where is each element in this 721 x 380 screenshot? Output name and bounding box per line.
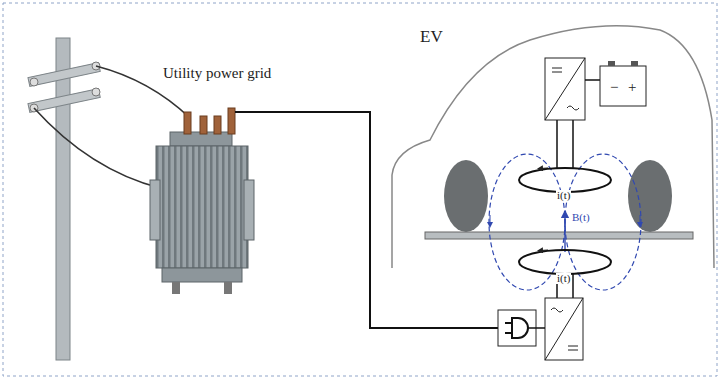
vehicle-label: EV [420,28,443,45]
title-label: Utility power grid [163,66,271,81]
battery-terminal: + [628,80,636,95]
current-label: i(t) [556,273,571,284]
field-label: B(t) [571,212,591,223]
battery-terminal: − [610,80,618,95]
current-label: i(t) [556,190,571,201]
